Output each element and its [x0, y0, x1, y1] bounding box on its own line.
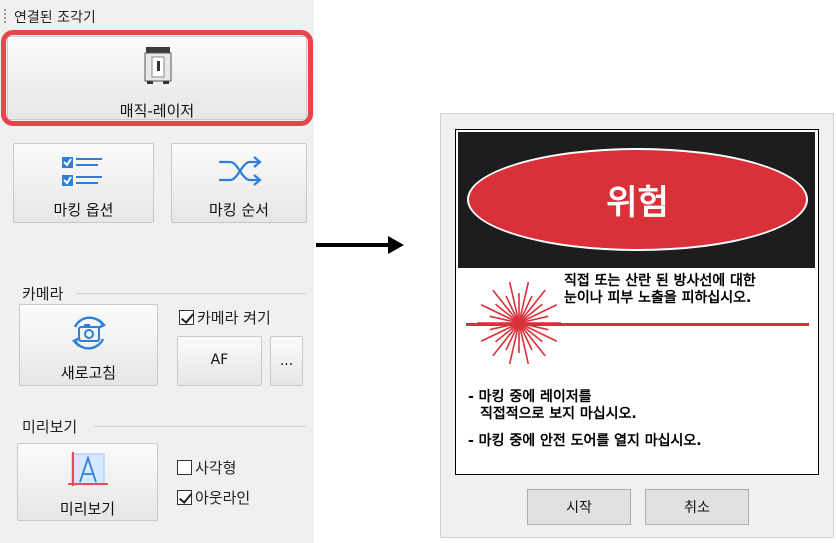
outline-label: 아웃라인: [195, 489, 251, 507]
laser-machine-icon: [144, 47, 172, 84]
camera-more-label: ...: [279, 353, 294, 369]
camera-on-label: 카메라 켜기: [197, 309, 271, 327]
camera-refresh-label: 새로고침: [60, 364, 117, 382]
laser-warning-label-card: 위험 직접 또는 산란 된 방사선에 대한 눈이나 피부 노출을 피하십시오. …: [455, 129, 819, 475]
note-1-line-2: 직접적으로 보지 마십시오.: [480, 406, 637, 422]
marking-order-button[interactable]: 마킹 순서: [171, 143, 307, 223]
device-name-label: 매직-레이저: [119, 102, 195, 120]
danger-header: 위험: [458, 132, 815, 268]
danger-oval: 위험: [467, 148, 808, 251]
shuffle-icon: [219, 156, 262, 186]
device-magic-laser-button[interactable]: 매직-레이저: [7, 36, 307, 120]
marking-options-label: 마킹 옵션: [53, 201, 114, 219]
marking-options-button[interactable]: 마킹 옵션: [13, 143, 154, 223]
selected-device-highlight: [1, 30, 313, 126]
note-1-line-1: - 마킹 중에 레이저를: [468, 389, 592, 405]
preview-group-title: 미리보기: [22, 418, 78, 436]
camera-refresh-icon: [71, 316, 107, 350]
checklist-icon: [62, 157, 102, 186]
exposure-warning-line-1: 직접 또는 산란 된 방사선에 대한: [564, 273, 756, 289]
note-door-open: - 마킹 중에 안전 도어를 열지 마십시오.: [468, 433, 702, 449]
preview-outline-icon: [68, 452, 108, 486]
panel-grip-handle[interactable]: [4, 9, 7, 23]
engraver-side-panel: 연결된 조각기 매직-레이저 마킹 옵션: [0, 0, 314, 543]
camera-more-button[interactable]: ...: [270, 336, 303, 386]
camera-group-title: 카메라: [22, 285, 64, 303]
cancel-button[interactable]: 취소: [645, 489, 749, 525]
autofocus-label: AF: [210, 352, 229, 368]
camera-group-divider: [76, 293, 306, 294]
laser-warning-dialog: 위험 직접 또는 산란 된 방사선에 대한 눈이나 피부 노출을 피하십시오. …: [440, 113, 834, 538]
laser-beam-line: [466, 323, 809, 326]
danger-title: 위험: [606, 183, 669, 223]
preview-button[interactable]: 미리보기: [17, 443, 158, 521]
connected-engraver-title: 연결된 조각기: [14, 10, 96, 26]
camera-on-checkbox-box[interactable]: [179, 310, 194, 325]
preview-group-divider: [94, 426, 306, 427]
note-do-not-stare: - 마킹 중에 레이저를 직접적으로 보지 마십시오.: [468, 389, 637, 423]
outline-checkbox-box[interactable]: [177, 490, 192, 505]
camera-refresh-button[interactable]: 새로고침: [19, 304, 158, 386]
exposure-warning-text: 직접 또는 산란 된 방사선에 대한 눈이나 피부 노출을 피하십시오.: [564, 273, 756, 307]
flow-arrow-line: [316, 243, 392, 247]
preview-label: 미리보기: [59, 500, 116, 518]
camera-on-checkbox[interactable]: 카메라 켜기: [179, 307, 271, 328]
rectangle-label: 사각형: [195, 459, 237, 477]
rectangle-checkbox-box[interactable]: [177, 460, 192, 475]
start-button[interactable]: 시작: [527, 489, 631, 525]
marking-order-label: 마킹 순서: [209, 201, 269, 219]
exposure-warning-line-2: 눈이나 피부 노출을 피하십시오.: [564, 290, 752, 306]
outline-checkbox[interactable]: 아웃라인: [177, 487, 250, 508]
autofocus-button[interactable]: AF: [177, 336, 262, 386]
arrow-right-icon: [388, 236, 404, 254]
rectangle-checkbox[interactable]: 사각형: [177, 457, 236, 478]
